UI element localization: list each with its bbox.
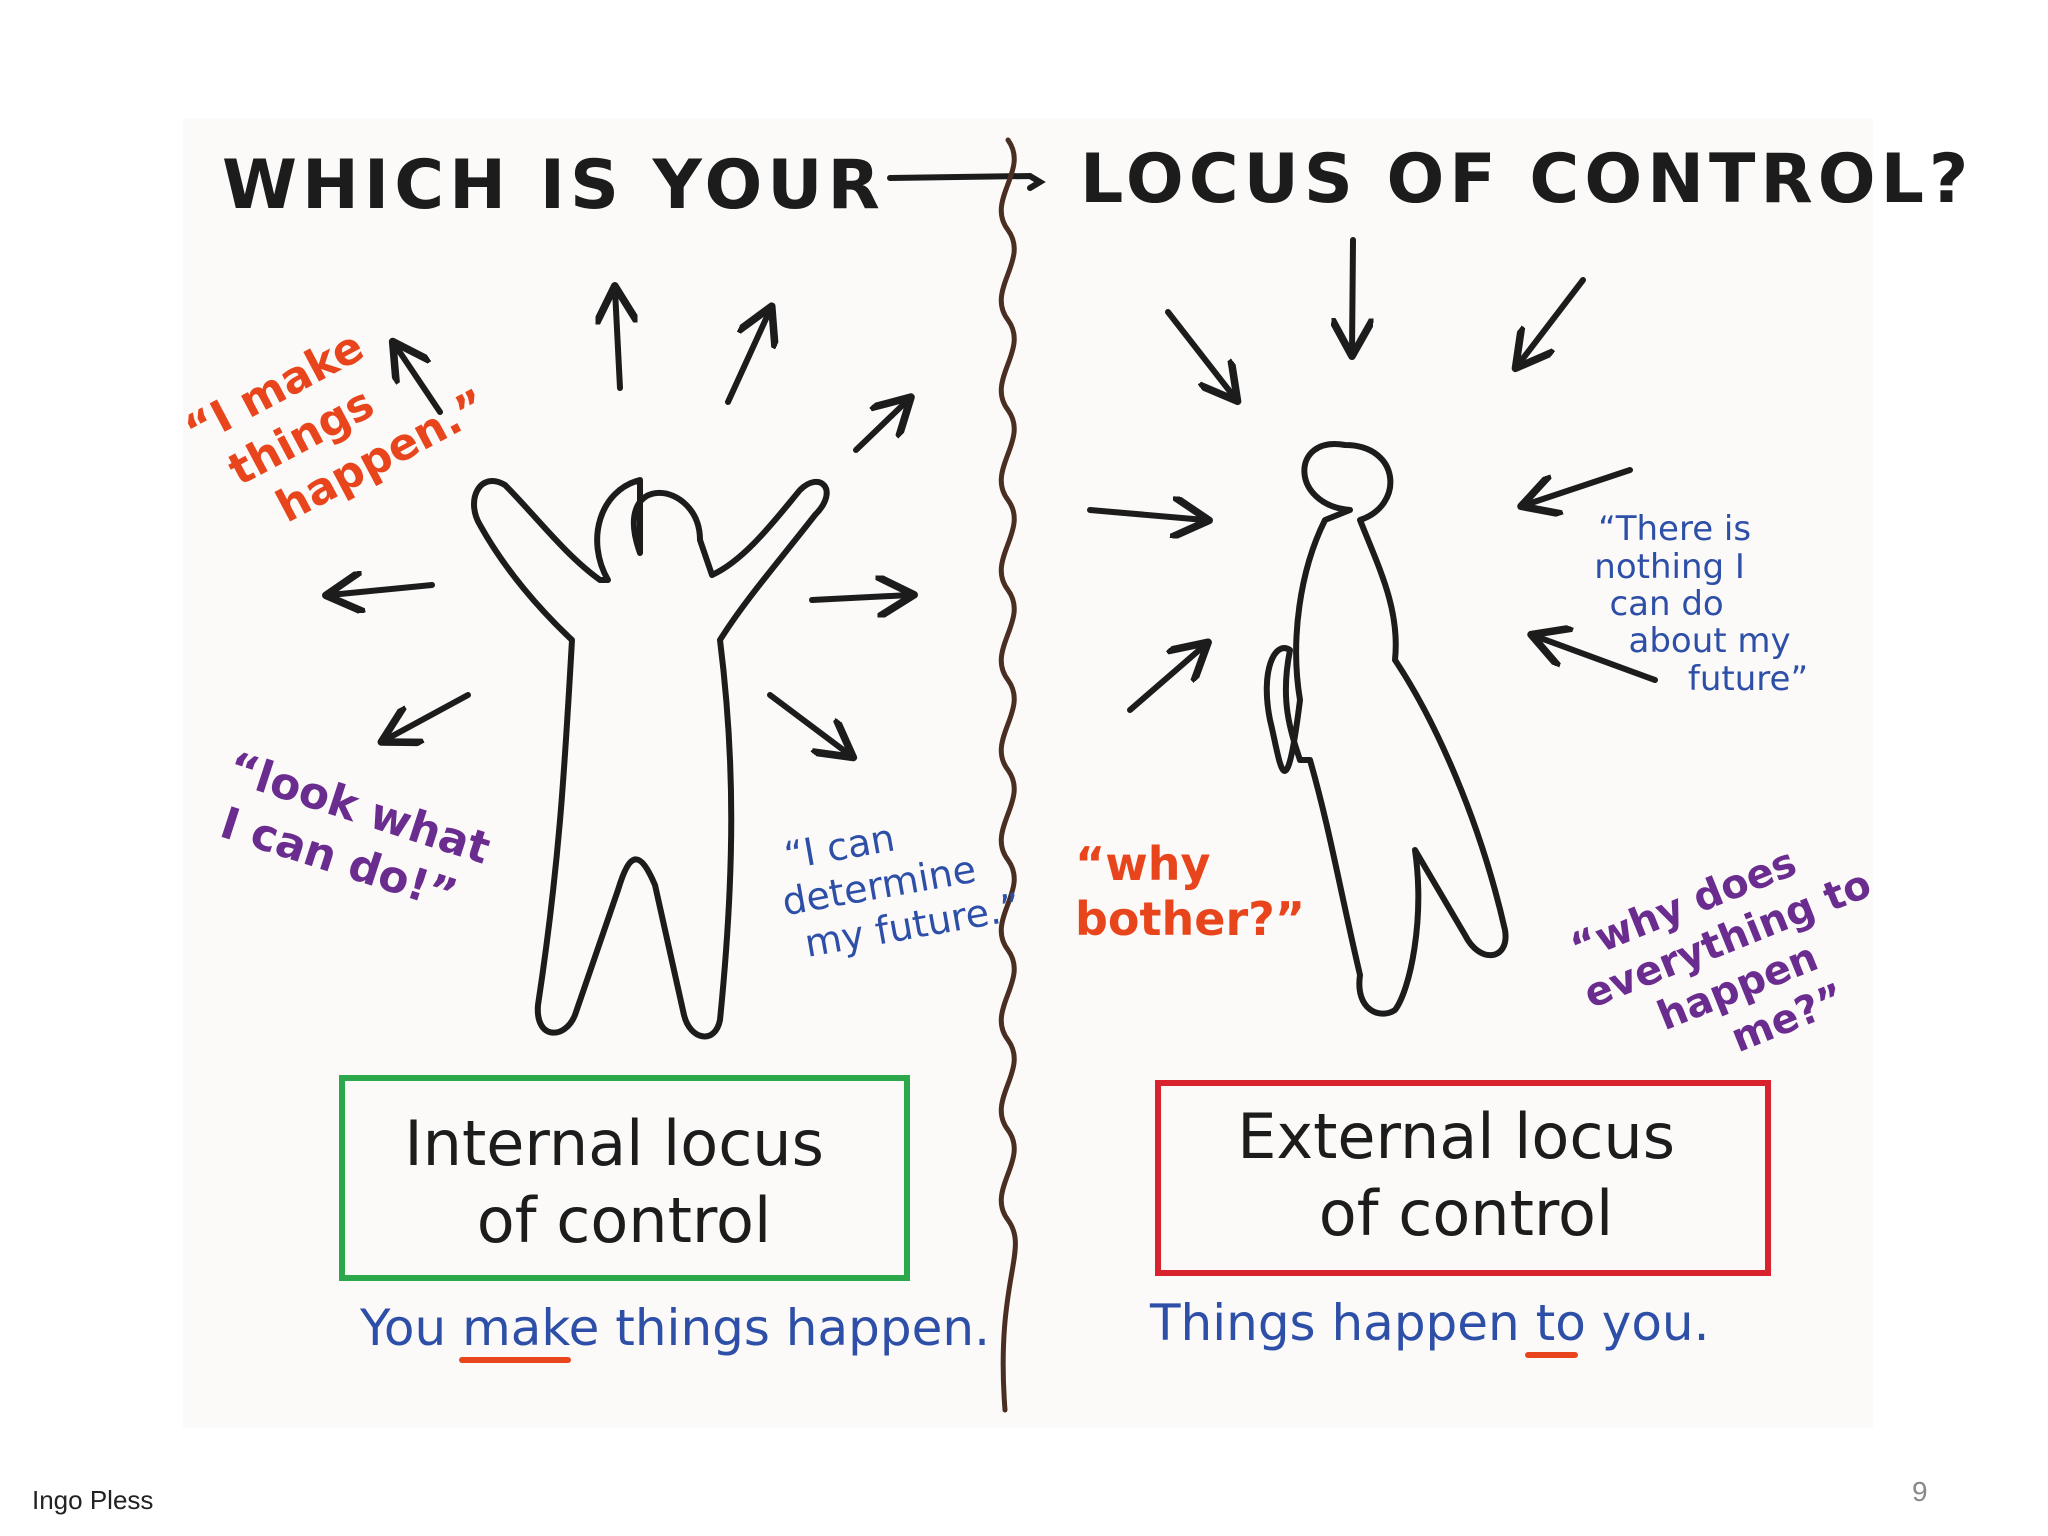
quote-look-what-i-can-do: “look what I can do!” bbox=[205, 742, 511, 932]
arrow-out-lower-right bbox=[767, 692, 850, 755]
internal-locus-box bbox=[339, 1075, 910, 1281]
quote-there-is-nothing-i-can-do: “There is nothing I can do about my futu… bbox=[1594, 509, 1808, 699]
arrow-in-top bbox=[1352, 237, 1353, 352]
arrow-out-right bbox=[809, 595, 910, 600]
internal-caption: You make things happen. bbox=[359, 1299, 990, 1357]
arrow-out-upper-left bbox=[395, 345, 443, 415]
arrow-in-upper-left bbox=[1165, 309, 1235, 398]
quote-i-can-determine-my-future: “I can determine my future.” bbox=[771, 796, 1024, 968]
quote-i-make-things-happen: “I make things happen.” bbox=[177, 282, 496, 554]
arrow-in-upper-right bbox=[1518, 277, 1586, 365]
page-number: 9 bbox=[1912, 1476, 1928, 1507]
external-caption: Things happen to you. bbox=[1149, 1294, 1710, 1352]
arrow-out-lower-left bbox=[385, 692, 471, 740]
title-left: WHICH IS YOUR bbox=[222, 146, 885, 225]
external-locus-box bbox=[1155, 1080, 1771, 1276]
title-right: LOCUS OF CONTROL? bbox=[1080, 140, 1973, 219]
wavy-divider bbox=[998, 137, 1018, 1413]
quote-why-does-everything-happen: “why does everything to happen me?” bbox=[1560, 811, 1927, 1107]
arrow-in-left bbox=[1087, 510, 1205, 520]
footer-author: Ingo Pless bbox=[32, 1485, 154, 1515]
internal-figure bbox=[471, 477, 830, 1040]
arrow-out-up bbox=[615, 290, 620, 391]
external-locus-label: External locus of control bbox=[1237, 1100, 1695, 1250]
title-connector-arrow bbox=[887, 172, 1046, 191]
arrow-out-right-high bbox=[853, 400, 908, 453]
arrow-out-up-right bbox=[725, 310, 770, 405]
arrow-in-lower-right bbox=[1535, 636, 1658, 683]
internal-locus-label: Internal locus of control bbox=[404, 1107, 843, 1257]
arrow-out-left bbox=[330, 585, 435, 595]
external-figure bbox=[1263, 441, 1509, 1017]
outward-arrows bbox=[330, 290, 910, 755]
arrow-in-lower-left bbox=[1127, 645, 1205, 713]
drawing-sheet bbox=[183, 118, 1873, 1428]
inward-arrows bbox=[1087, 237, 1658, 713]
quote-why-bother: “why bother?” bbox=[1075, 837, 1305, 946]
arrow-in-right bbox=[1525, 467, 1633, 505]
